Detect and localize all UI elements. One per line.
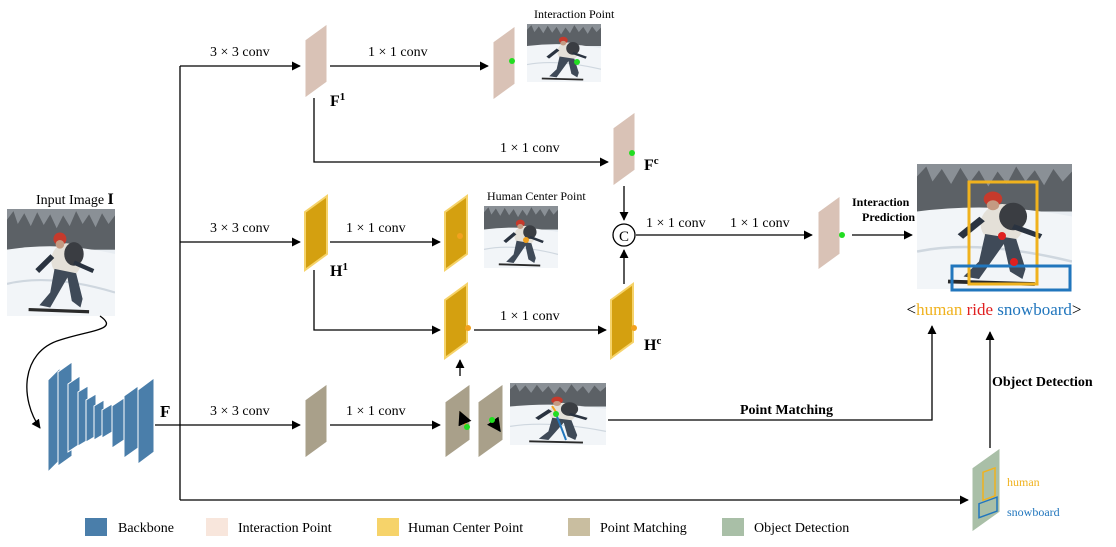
conv-1x1-ip: 1 × 1 conv — [368, 45, 428, 60]
offset-dot-1 — [464, 424, 470, 430]
hc-label: Hc — [644, 335, 661, 354]
legend-swatch-human-center — [377, 518, 399, 536]
od-human-box — [982, 466, 996, 502]
fc-feature-map — [612, 111, 636, 187]
conv-1x1-hcp: 1 × 1 conv — [346, 221, 406, 236]
legend-label-backbone: Backbone — [118, 521, 174, 536]
legend-swatch-backbone — [85, 518, 107, 536]
conv-1x1-fc: 1 × 1 conv — [500, 141, 560, 156]
concat-symbol — [612, 223, 636, 247]
interaction-prediction-label-1: Interaction — [852, 195, 910, 209]
backbone-block — [47, 361, 155, 474]
human-bbox — [967, 180, 1039, 286]
interaction-point-image — [527, 24, 601, 82]
backbone-feature-label: F — [160, 402, 170, 421]
arrow-point-matching — [608, 325, 937, 421]
interaction-prediction-label-2: Prediction — [862, 210, 915, 224]
pm-feature-map — [304, 383, 328, 459]
legend-label-object-detection: Object Detection — [754, 521, 849, 536]
point-matching-label: Point Matching — [740, 403, 833, 418]
lower-center-dot — [465, 325, 471, 331]
concat-label: C — [619, 229, 629, 245]
input-to-backbone-arrow — [26, 315, 108, 429]
input-image-label: Input Image I — [36, 191, 114, 208]
legend-label-interaction: Interaction Point — [238, 521, 332, 536]
offset-dot-2 — [489, 417, 495, 423]
od-human-label: human — [1007, 475, 1040, 489]
hc-dot — [631, 325, 637, 331]
object-bbox — [950, 264, 1072, 292]
conv-1x1-hc: 1 × 1 conv — [500, 309, 560, 324]
prediction-map — [817, 195, 841, 271]
fc-label: Fc — [644, 155, 659, 174]
prediction-dot — [839, 232, 845, 238]
offset-arrow-blue — [487, 416, 501, 433]
lower-center-map — [444, 282, 468, 360]
conv-1x1-pred-b: 1 × 1 conv — [730, 216, 790, 231]
conv-3x3-pm: 3 × 3 conv — [210, 404, 270, 419]
output-image — [917, 164, 1072, 292]
f1-label: F1 — [330, 91, 345, 110]
conv-3x3-h1: 3 × 3 conv — [210, 221, 270, 236]
offset-arrow-orange — [458, 410, 472, 427]
legend: Backbone Interaction Point Human Center … — [85, 518, 849, 536]
human-center-dot — [457, 233, 463, 239]
legend-swatch-object-detection — [722, 518, 744, 536]
legend-label-human-center: Human Center Point — [408, 521, 523, 536]
object-detection-label: Object Detection — [992, 375, 1093, 390]
legend-swatch-point-matching — [568, 518, 590, 536]
interaction-point-title: Interaction Point — [534, 7, 615, 21]
interaction-point-dot — [509, 58, 515, 64]
od-object-box — [978, 496, 998, 519]
human-center-title: Human Center Point — [487, 189, 586, 203]
od-snowboard-label: snowboard — [1007, 505, 1060, 519]
h1-feature-map — [304, 194, 328, 272]
legend-swatch-interaction — [206, 518, 228, 536]
od-feature-map — [971, 447, 1001, 533]
h1-label: H1 — [330, 261, 348, 280]
conv-1x1-pred-a: 1 × 1 conv — [646, 216, 706, 231]
arrow-h1-to-lower — [313, 270, 441, 335]
legend-label-point-matching: Point Matching — [600, 521, 687, 536]
human-center-map — [444, 194, 468, 272]
input-image — [7, 209, 115, 316]
f1-feature-map — [304, 23, 328, 99]
interaction-point-map — [492, 25, 516, 101]
offset-map-1 — [444, 383, 471, 459]
hoi-triplet: <human ride snowboard> — [906, 300, 1081, 319]
conv-1x1-pm: 1 × 1 conv — [346, 404, 406, 419]
human-center-image — [484, 206, 558, 268]
fc-dot — [629, 150, 635, 156]
arrow-f1-to-fc — [313, 98, 609, 167]
conv-3x3-f1: 3 × 3 conv — [210, 45, 270, 60]
point-matching-image — [510, 383, 606, 445]
hc-feature-map — [610, 282, 634, 360]
